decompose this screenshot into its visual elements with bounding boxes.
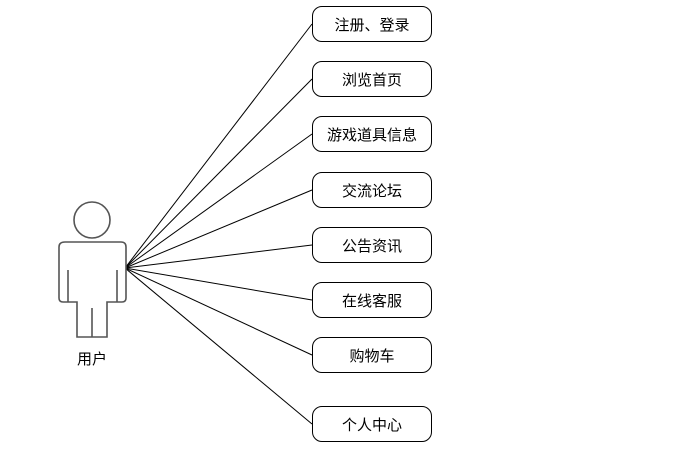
association-line-3 — [124, 189, 313, 269]
use-case-online-support[interactable]: 在线客服 — [312, 282, 432, 318]
actor-figure — [58, 201, 127, 338]
use-case-personal-center[interactable]: 个人中心 — [312, 406, 432, 442]
association-line-0 — [124, 23, 313, 269]
use-case-browse-home[interactable]: 浏览首页 — [312, 61, 432, 97]
association-line-7 — [124, 267, 313, 425]
use-case-forum[interactable]: 交流论坛 — [312, 172, 432, 208]
use-case-register-login[interactable]: 注册、登录 — [312, 6, 432, 42]
actor-head — [73, 201, 111, 239]
association-lines — [124, 23, 313, 425]
use-case-announcements[interactable]: 公告资讯 — [312, 227, 432, 263]
use-case-game-item-info[interactable]: 游戏道具信息 — [312, 116, 432, 152]
association-line-4 — [124, 244, 313, 269]
actor-label: 用户 — [76, 350, 107, 368]
use-case-shopping-cart[interactable]: 购物车 — [312, 337, 432, 373]
association-line-2 — [124, 133, 313, 269]
actor-body — [58, 241, 127, 338]
association-line-6 — [124, 267, 313, 356]
association-line-1 — [124, 78, 313, 269]
association-line-5 — [124, 267, 313, 301]
